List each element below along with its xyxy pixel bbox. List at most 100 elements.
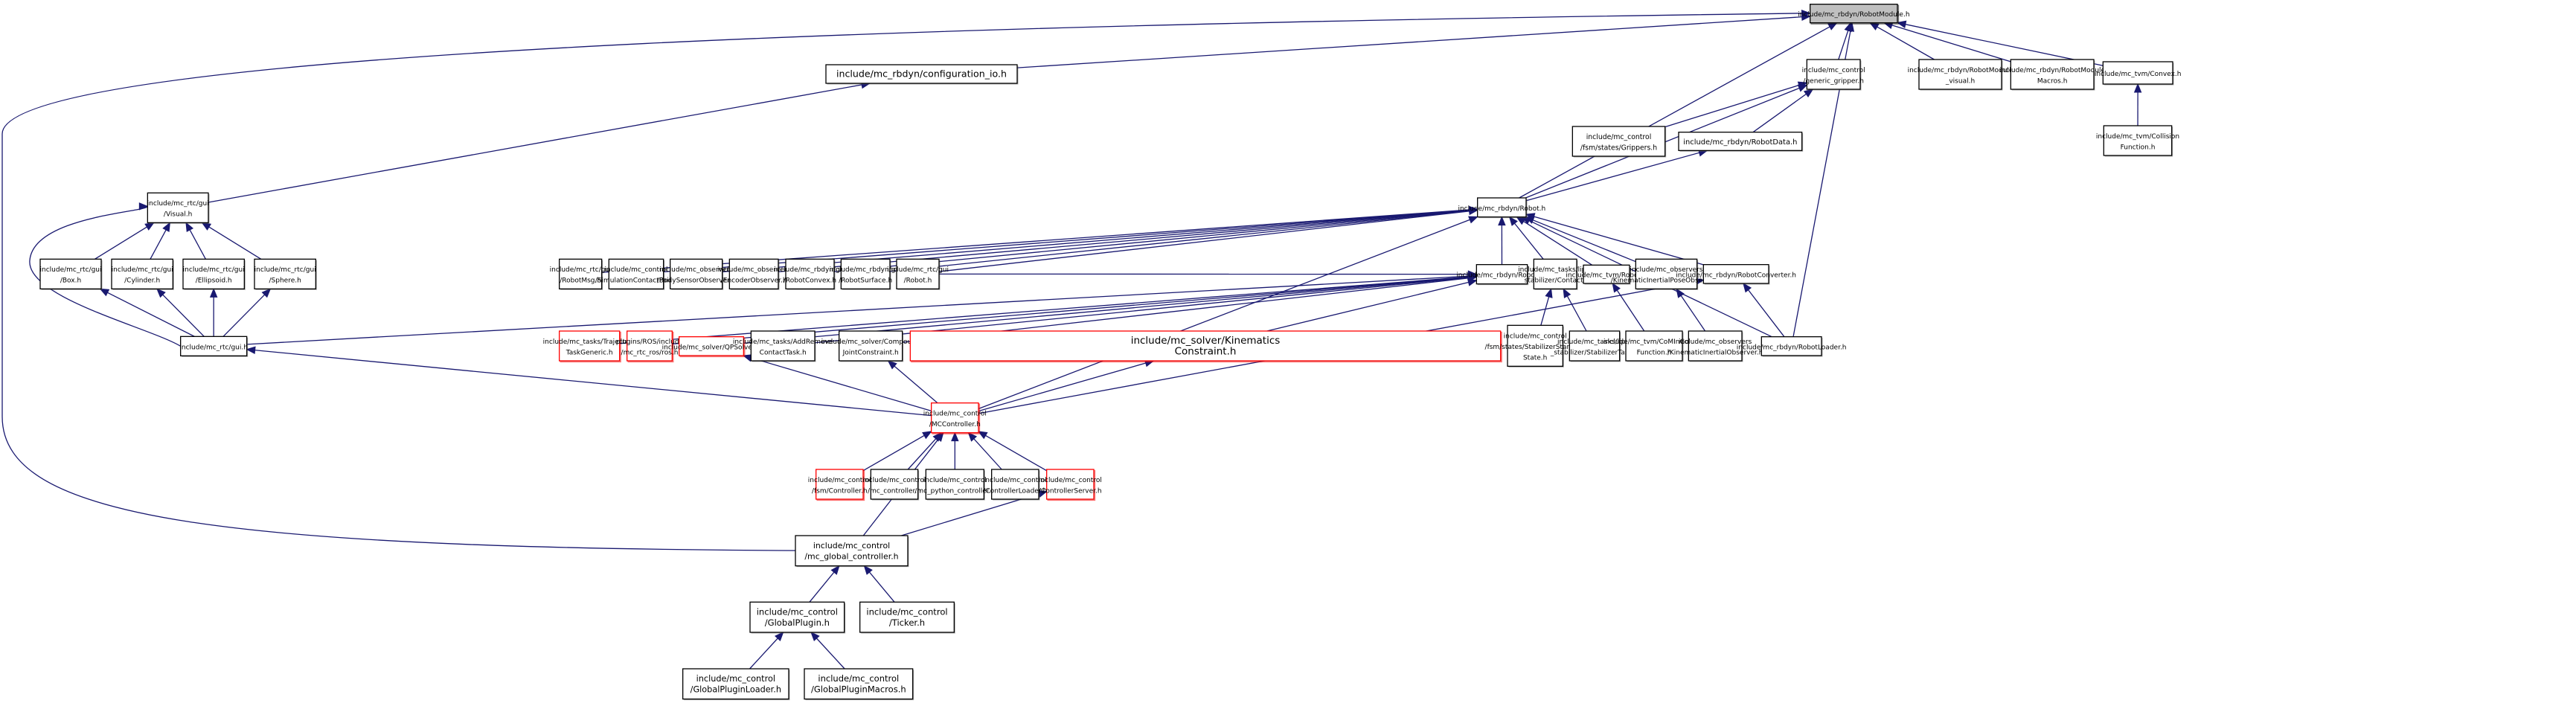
file-node-include-mc-control-controllerserver-h[interactable]: include/mc_control/ControllerServer.h	[1039, 469, 1102, 501]
file-node-include-mc-observers-encoderobserver-h[interactable]: include/mc_observers/EncoderObserver.h	[717, 258, 791, 290]
node-label-line: /EncoderObserver.h	[721, 277, 787, 285]
arrowhead-icon	[810, 632, 820, 642]
file-node-include-mc-solver-qpsolver-h[interactable]: include/mc_solver/QPSolver.h	[662, 336, 761, 358]
file-node-include-mc-control-controllerloader-h[interactable]: include/mc_control/ControllerLoader.h	[983, 469, 1047, 501]
file-node-include-mc-rtc-gui-sphere-h[interactable]: include/mc_rtc/gui/Sphere.h	[254, 258, 317, 290]
node-box	[1583, 264, 1630, 284]
edge-line	[100, 288, 195, 337]
file-node-include-mc-control-generic-gripper-h[interactable]: include/mc_control/generic_gripper.h	[1802, 59, 1865, 91]
include-edge-n21-to-n10	[938, 207, 1478, 272]
file-node-include-mc-control-mc-controller-h[interactable]: include/mc_control/mc_controller.h	[862, 469, 926, 501]
file-node-include-mc-control-simulationcontactpair-h[interactable]: include/mc_control/SimulationContactPair…	[595, 258, 677, 290]
file-node-include-mc-rtc-gui-visual-h[interactable]: include/mc_rtc/gui/Visual.h	[147, 192, 210, 224]
file-node-include-mc-rbdyn-robotdata-h[interactable]: include/mc_rbdyn/RobotData.h	[1678, 132, 1804, 152]
file-node-include-mc-rbdyn-configuration-io-h[interactable]: include/mc_rbdyn/configuration_io.h	[825, 64, 1019, 85]
node-label-line: /RobotConvex.h	[784, 277, 836, 285]
node-label-line: _visual.h	[1945, 77, 1975, 85]
node-box	[182, 258, 245, 289]
node-label-line: /Cylinder.h	[124, 277, 160, 285]
node-label-line: /GlobalPlugin.h	[765, 617, 830, 628]
arrowhead-icon	[1846, 22, 1855, 32]
node-label-line: /MCController.h	[929, 421, 981, 428]
file-node-include-mc-control-globalpluginmacros-h[interactable]: include/mc_control/GlobalPluginMacros.h	[804, 668, 914, 701]
file-node-include-mc-rbdyn-robot-h[interactable]: include/mc_rbdyn/Robot.h	[1458, 197, 1545, 219]
node-box	[670, 258, 723, 289]
file-node-include-mc-tasks-lipm-stabilizer-stabilizertask-h[interactable]: include/mc_tasks/lipm_stabilizer/Stabili…	[1550, 330, 1638, 362]
include-edge-n27-to-n9	[29, 202, 181, 347]
include-edge-n5-to-n0	[1896, 20, 2104, 66]
file-node-include-mc-rtc-gui-robotmsg-h[interactable]: include/mc_rtc/gui/RobotMsg.h	[550, 258, 612, 290]
file-node-include-mc-rbdyn-gui-robotsurface-h[interactable]: include/mc_rbdyn/gui/RobotSurface.h	[830, 258, 902, 290]
file-node-plugins-ros-include-mc-rtc-ros-ros-h[interactable]: plugins/ROS/include/mc_rtc_ros/ros.h	[616, 330, 684, 363]
node-label-line: include/mc_observers	[660, 266, 734, 274]
file-node-include-mc-control-fsm-states-grippers-h[interactable]: include/mc_control/fsm/states/Grippers.h	[1571, 126, 1667, 158]
file-node-include-mc-rtc-gui-cylinder-h[interactable]: include/mc_rtc/gui/Cylinder.h	[111, 258, 174, 290]
edge-line	[722, 208, 1478, 273]
arrowhead-icon	[138, 202, 149, 211]
include-edge-n43-to-n39	[967, 431, 1002, 470]
node-box	[785, 258, 835, 289]
file-node-include-mc-rbdyn-robotloader-h[interactable]: include/mc_rbdyn/RobotLoader.h	[1737, 336, 1847, 357]
file-node-include-mc-control-ticker-h[interactable]: include/mc_control/Ticker.h	[859, 601, 955, 634]
node-label-line: include/mc_control	[604, 266, 667, 274]
node-label-line: include/mc_rtc/gui	[147, 200, 209, 208]
include-edge-n39-to-n32	[887, 360, 938, 404]
file-node-include-mc-solver-compoundjointconstraint-h[interactable]: include/mc_solver/CompoundJointConstrain…	[821, 330, 920, 362]
file-node-include-mc-control-mc-python-controller-h[interactable]: include/mc_control/mc_python_controller.…	[914, 469, 995, 501]
node-box	[627, 330, 673, 362]
file-node-include-mc-tvm-robot-h[interactable]: include/mc_tvm/Robot.h	[1566, 264, 1647, 285]
node-label-line: /SimulationContactPair.h	[595, 277, 677, 285]
node-box	[1810, 4, 1898, 24]
file-node-include-mc-control-mc-global-controller-h[interactable]: include/mc_control/mc_global_controller.…	[795, 535, 909, 568]
node-label-line: /GlobalPluginMacros.h	[811, 684, 906, 695]
file-node-include-mc-observers-kinematicinertialobserver-h[interactable]: include/mc_observers/KinematicInertialOb…	[1667, 330, 1763, 362]
node-label-line: include/mc_rtc/gui	[550, 266, 612, 274]
node-box	[991, 469, 1039, 500]
node-label-line: /KinematicInertialPoseObserver.h	[1611, 277, 1722, 285]
file-node-include-mc-rtc-gui-h[interactable]: include/mc_rtc/gui.h	[179, 336, 249, 357]
node-box	[825, 64, 1018, 84]
include-edge-n17-to-n10	[722, 206, 1478, 273]
include-edge-n34-to-n23	[1540, 288, 1553, 326]
node-label-line: include/mc_solver/QPSolver.h	[662, 344, 761, 351]
file-node-include-mc-rtc-gui-robot-h[interactable]: include/mc_rtc/gui/Robot.h	[887, 258, 949, 290]
file-node-include-mc-tasks-lipm-stabilizer-contact-h[interactable]: include/mc_tasks/lipm_stabilizer/Contact…	[1518, 258, 1592, 290]
file-node-include-mc-rbdyn-robots-h[interactable]: include/mc_rbdyn/Robots.h	[1456, 264, 1548, 286]
file-node-include-mc-observers-kinematicinertialposeobserver-h[interactable]: include/mc_observers/KinematicInertialPo…	[1611, 258, 1722, 290]
include-edge-n48-to-n46	[749, 632, 784, 670]
file-node-include-mc-rbdyn-gui-robotconvex-h[interactable]: include/mc_rbdyn/gui/RobotConvex.h	[774, 258, 846, 290]
arrowhead-icon	[1676, 288, 1685, 298]
node-label-line: include/mc_observers	[717, 266, 791, 274]
node-box	[1635, 258, 1698, 289]
file-node-include-mc-control-fsm-controller-h[interactable]: include/mc_control/fsm/Controller.h	[808, 469, 871, 501]
file-node-include-mc-rbdyn-robotconverter-h[interactable]: include/mc_rbdyn/RobotConverter.h	[1676, 264, 1796, 285]
node-label-line: include/mc_rbdyn/RobotConverter.h	[1676, 272, 1796, 279]
include-edge-n39-to-n30	[742, 354, 932, 411]
arrowhead-icon	[863, 565, 873, 575]
node-box	[682, 668, 789, 700]
file-node-include-mc-control-globalplugin-h[interactable]: include/mc_control/GlobalPlugin.h	[749, 601, 846, 634]
node-label-line: include/mc_rbdyn/RobotModule	[1999, 67, 2105, 74]
file-node-include-mc-rtc-gui-ellipsoid-h[interactable]: include/mc_rtc/gui/Ellipsoid.h	[182, 258, 246, 290]
file-node-include-mc-observers-bodysensorobserver-h[interactable]: include/mc_observers/BodySensorObserver.…	[657, 258, 736, 290]
edge-line	[1525, 216, 1636, 263]
file-node-include-mc-rbdyn-robotmodule-h[interactable]: include/mc_rbdyn/RobotModule.h	[1798, 4, 1910, 25]
node-label-line: include/mc_tasks/AddRemove	[733, 338, 833, 346]
edge-line	[743, 355, 932, 411]
node-label-line: Function.h	[1637, 349, 1672, 356]
node-label-line: include/mc_control	[984, 477, 1047, 484]
file-node-include-mc-tvm-convex-h[interactable]: include/mc_tvm/Convex.h	[2095, 61, 2182, 86]
include-edge-n9-to-n1	[208, 80, 871, 203]
node-label-line: include/mc_tasks/lipm	[1557, 338, 1632, 346]
file-node-include-mc-control-globalpluginloader-h[interactable]: include/mc_control/GlobalPluginLoader.h	[682, 668, 790, 701]
file-node-include-mc-rbdyn-robotmodule-visual-h[interactable]: include/mc_rbdyn/RobotModule_visual.h	[1908, 59, 2013, 91]
file-node-include-mc-control-mccontroller-h[interactable]: include/mc_control/MCController.h	[923, 402, 987, 434]
file-node-include-mc-rtc-gui-box-h[interactable]: include/mc_rtc/gui/Box.h	[39, 258, 103, 290]
file-node-include-mc-control-fsm-states-stabilizerstandingstate-h[interactable]: include/mc_control/fsm/states/Stabilizer…	[1485, 324, 1586, 367]
